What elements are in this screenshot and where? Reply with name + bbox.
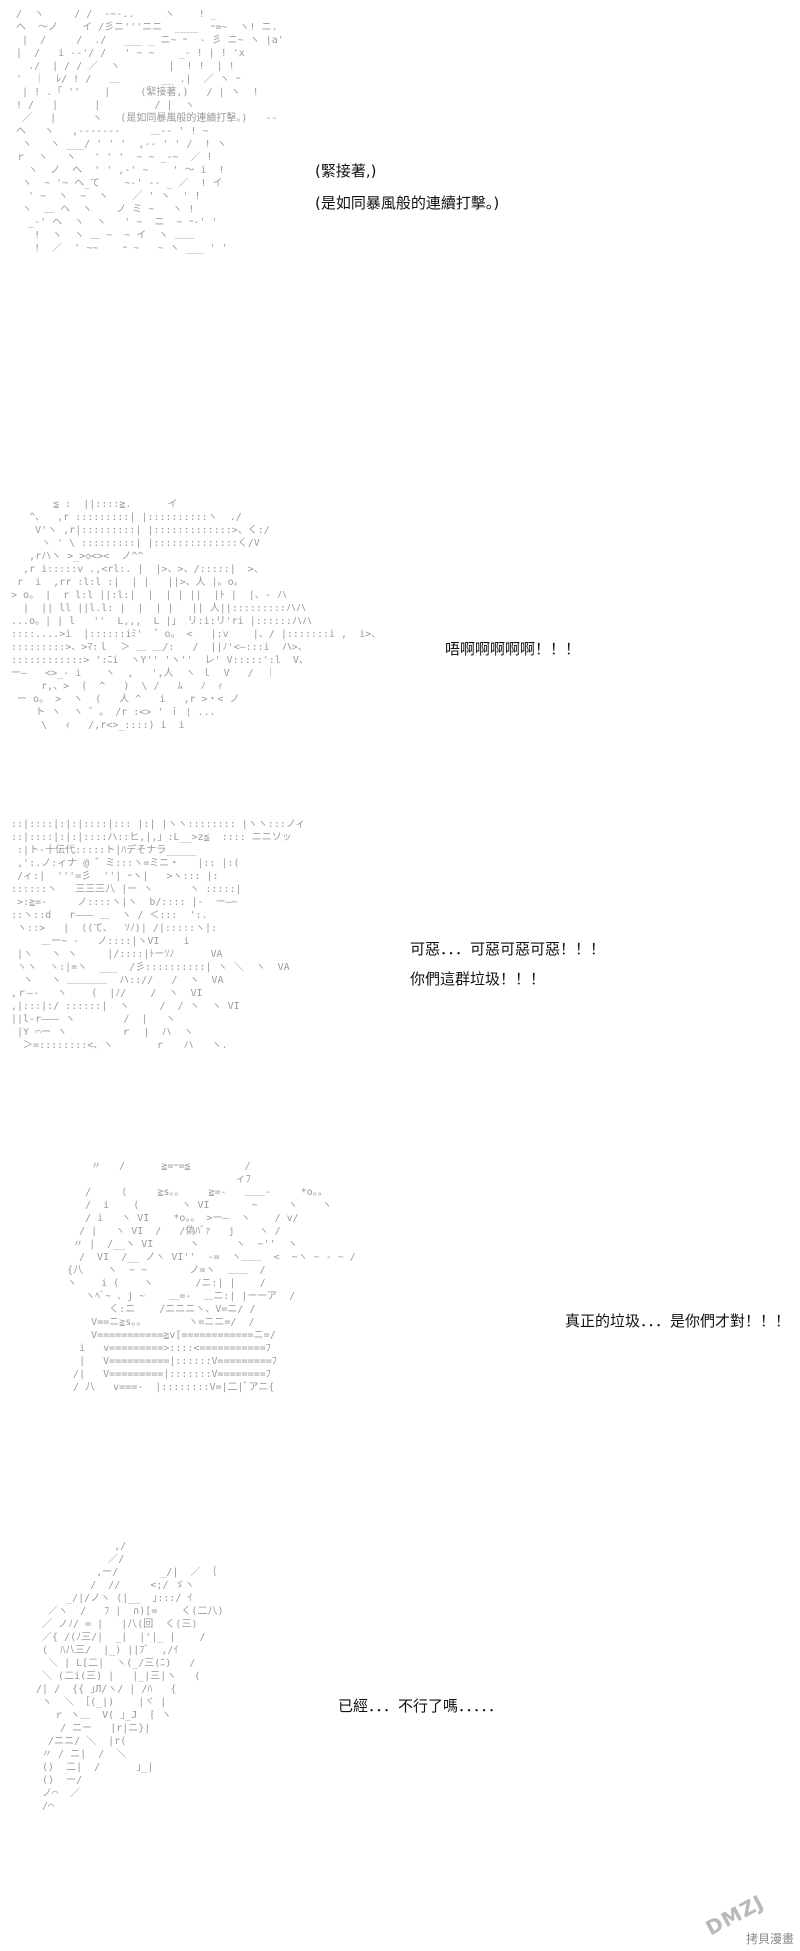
caption-1-1: (緊接著,) xyxy=(315,162,377,180)
panel-1: / ヽ / / -~-.. ヽ ! _ ヘ ～ノ イ /彡ニ'''ニニ ____… xyxy=(0,0,800,480)
caption-3-1: 可惡．．．可惡可惡可惡！！！ xyxy=(410,940,606,958)
caption-4-1: 真正的垃圾．．．是你們才對！！！ xyxy=(565,1312,791,1330)
caption-1-2: (是如同暴風般的連續打擊。) xyxy=(315,194,500,212)
watermark-text: 拷貝漫畫 xyxy=(745,1932,794,1946)
ascii-art-1: / ヽ / / -~-.. ヽ ! _ ヘ ～ノ イ /彡ニ'''ニニ ____… xyxy=(16,9,284,254)
ascii-art-3: ::|::::|:|:|::::|::: |:| |ヽヽ:::::::: |ヽヽ… xyxy=(11,819,306,1051)
ascii-art-5: ,/ ／/ ,ー/ _/| ／ ｛ / // <;/ ゞヽ _/|/ノヽ (|_… xyxy=(36,1541,224,1812)
panel-4: 〃 / ≧=ｰ=≦ / ィﾌ / ( ≧s。。 ≧=- ＿＿- *o。。 / i… xyxy=(0,1160,800,1500)
caption-2-1: 唔啊啊啊啊啊！！！ xyxy=(445,640,581,658)
ascii-art-4: 〃 / ≧=ｰ=≦ / ィﾌ / ( ≧s。。 ≧=- ＿＿- *o。。 / i… xyxy=(67,1161,356,1393)
caption-5-1: 已經．．．不行了嗎．．．．． xyxy=(338,1697,504,1715)
panel-3: ::|::::|:|:|::::|::: |:| |ヽヽ:::::::: |ヽヽ… xyxy=(0,810,800,1150)
caption-3-2: 你們這群垃圾！！！ xyxy=(410,970,546,988)
ascii-art-2: ≦ : ||::::≧. イ ^、 ,r :::::::::| |:::::::… xyxy=(11,499,382,731)
panel-5: ,/ ／/ ,ー/ _/| ／ ｛ / // <;/ ゞヽ _/|/ノヽ (|_… xyxy=(0,1530,800,1951)
panel-2: ≦ : ||::::≧. イ ^、 ,r :::::::::| |:::::::… xyxy=(0,480,800,790)
